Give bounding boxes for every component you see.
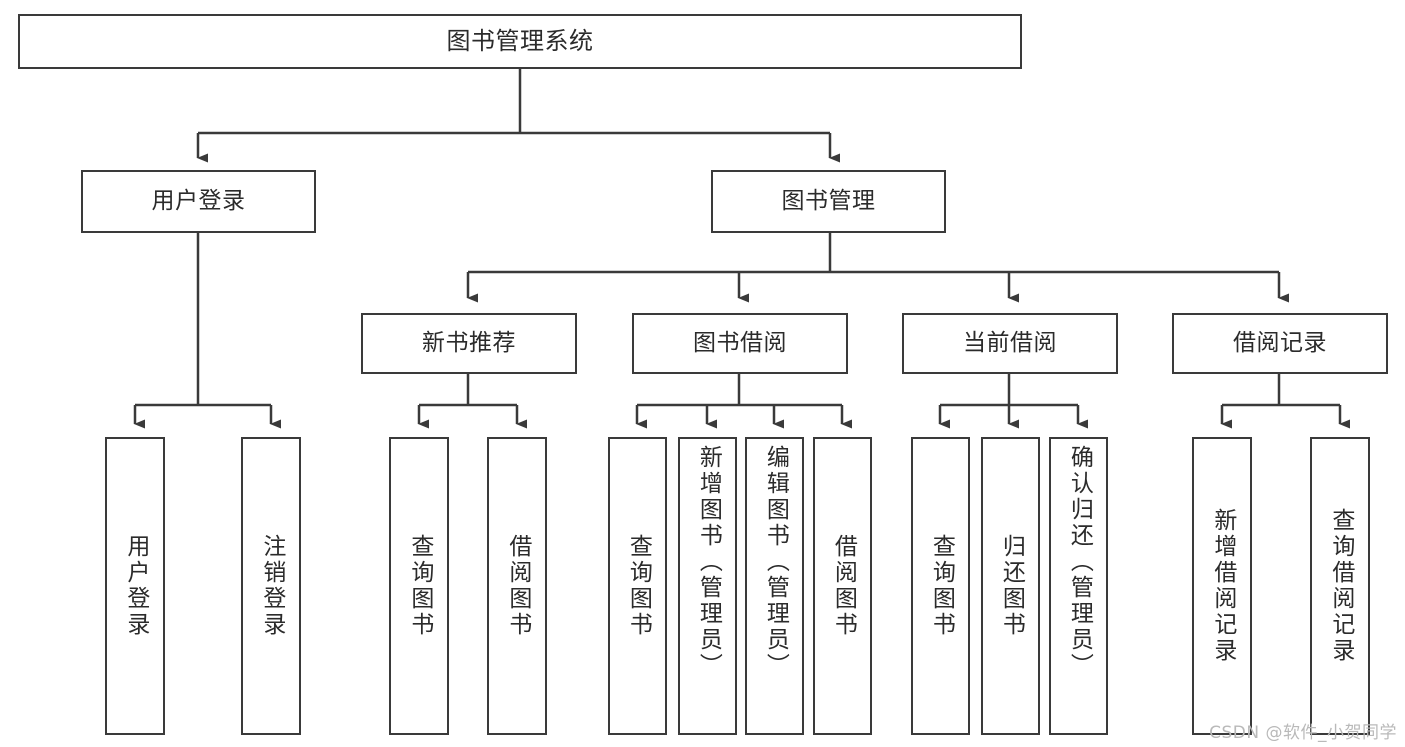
node-leaf-record-add-label: 新增借阅记录 (1209, 508, 1236, 664)
node-leaf-user-login-signout[interactable]: 注销登录 (241, 437, 301, 735)
node-user-login-label: 用户登录 (151, 187, 246, 214)
node-leaf-newbook-query[interactable]: 查询图书 (389, 437, 449, 735)
node-borrow-record[interactable]: 借阅记录 (1172, 313, 1388, 374)
node-borrow-record-label: 借阅记录 (1233, 329, 1327, 356)
node-leaf-borrow-borrow[interactable]: 借阅图书 (813, 437, 872, 735)
node-leaf-user-login-signin[interactable]: 用户登录 (105, 437, 165, 735)
node-new-book-recommend[interactable]: 新书推荐 (361, 313, 577, 374)
node-book-management[interactable]: 图书管理 (711, 170, 946, 233)
node-leaf-newbook-borrow-label: 借阅图书 (504, 534, 531, 638)
node-leaf-record-add[interactable]: 新增借阅记录 (1192, 437, 1252, 735)
node-leaf-borrow-query-label: 查询图书 (625, 534, 652, 638)
node-root-system-label: 图书管理系统 (446, 27, 594, 56)
node-book-borrow[interactable]: 图书借阅 (632, 313, 848, 374)
node-leaf-current-return-label: 归还图书 (998, 534, 1025, 638)
node-current-borrow-label: 当前借阅 (963, 329, 1057, 356)
node-leaf-current-confirm-admin-label: 确认归还（管理员） (1066, 445, 1093, 679)
node-leaf-borrow-borrow-label: 借阅图书 (830, 534, 857, 638)
node-leaf-borrow-query[interactable]: 查询图书 (608, 437, 667, 735)
node-leaf-current-return[interactable]: 归还图书 (981, 437, 1040, 735)
node-new-book-recommend-label: 新书推荐 (422, 329, 516, 356)
node-book-borrow-label: 图书借阅 (693, 329, 787, 356)
node-leaf-record-query[interactable]: 查询借阅记录 (1310, 437, 1370, 735)
node-current-borrow[interactable]: 当前借阅 (902, 313, 1118, 374)
node-leaf-borrow-edit-admin-label: 编辑图书（管理员） (762, 445, 789, 679)
node-leaf-current-confirm-admin[interactable]: 确认归还（管理员） (1049, 437, 1108, 735)
node-leaf-user-login-signout-label: 注销登录 (258, 534, 285, 638)
watermark-text: CSDN @软件_小贺同学 (1209, 723, 1397, 743)
node-leaf-record-query-label: 查询借阅记录 (1327, 508, 1354, 664)
node-leaf-borrow-add-admin[interactable]: 新增图书（管理员） (678, 437, 737, 735)
node-user-login[interactable]: 用户登录 (81, 170, 316, 233)
node-leaf-newbook-query-label: 查询图书 (406, 534, 433, 638)
node-leaf-current-query[interactable]: 查询图书 (911, 437, 970, 735)
node-leaf-current-query-label: 查询图书 (928, 534, 955, 638)
node-leaf-borrow-add-admin-label: 新增图书（管理员） (695, 445, 722, 679)
node-leaf-borrow-edit-admin[interactable]: 编辑图书（管理员） (745, 437, 804, 735)
node-leaf-newbook-borrow[interactable]: 借阅图书 (487, 437, 547, 735)
node-book-management-label: 图书管理 (781, 187, 876, 214)
node-root-system[interactable]: 图书管理系统 (18, 14, 1022, 69)
node-leaf-user-login-signin-label: 用户登录 (122, 534, 149, 638)
